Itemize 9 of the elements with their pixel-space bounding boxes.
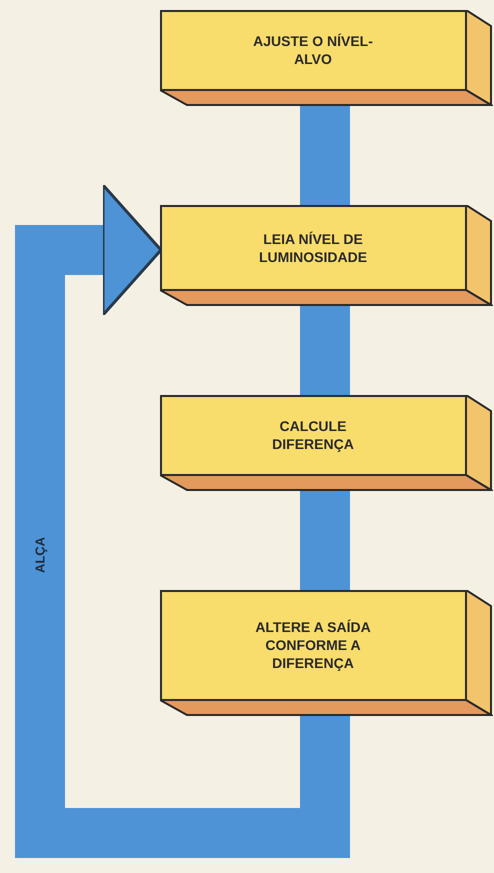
step-text: AJUSTE O NÍVEL-ALVO <box>252 32 374 68</box>
connector-bar <box>300 106 350 205</box>
loop-arrow <box>15 184 350 858</box>
step-text: CALCULE DIFERENÇA <box>271 417 355 453</box>
step-text: ALTERE A SAÍDA CONFORME A DIFERENÇA <box>254 618 372 672</box>
edge-label: ALÇA <box>31 536 48 574</box>
step-text: LEIA NÍVEL DE LUMINOSIDADE <box>258 230 368 266</box>
connector-bar <box>300 491 350 590</box>
connector-bar <box>300 306 350 395</box>
